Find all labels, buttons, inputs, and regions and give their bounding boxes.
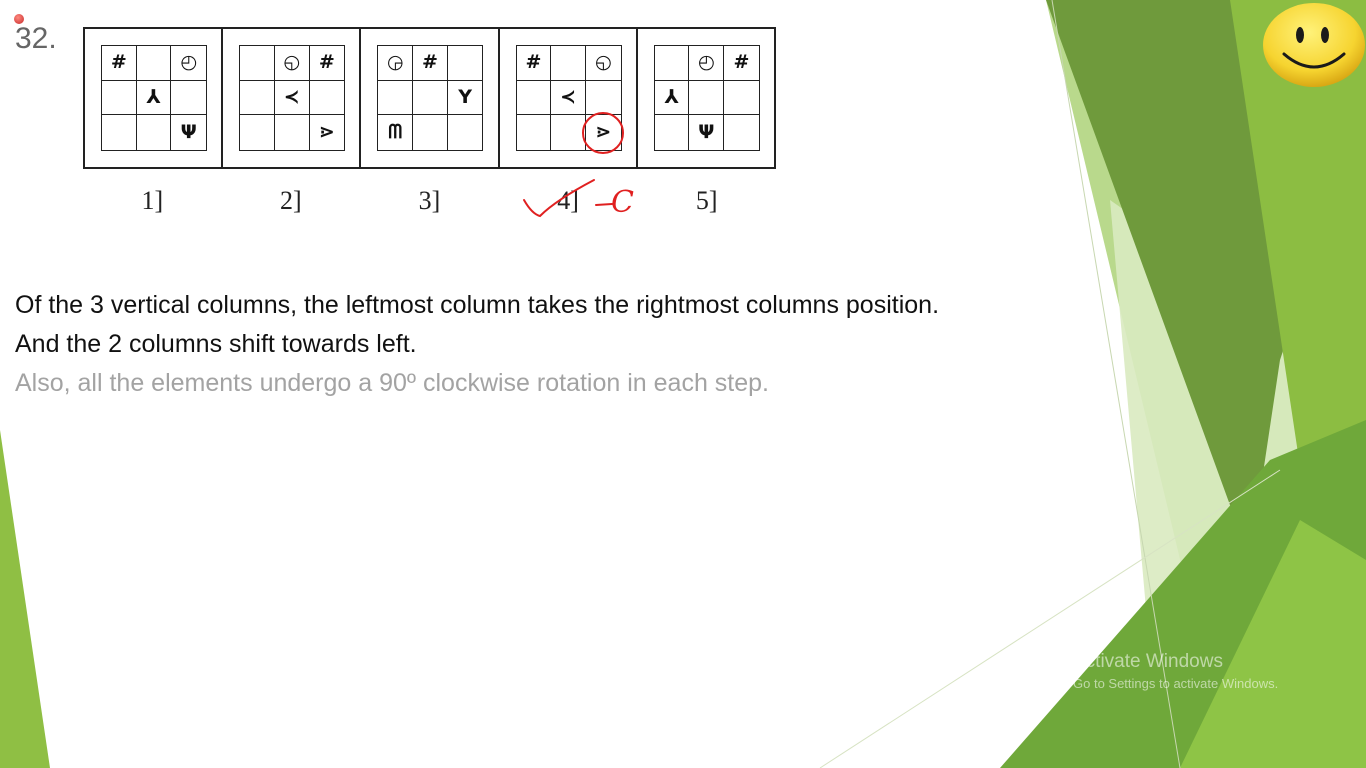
smiley-icon [1263,3,1365,87]
grid-cell: Ψ [180,121,197,144]
grid-cell [275,115,310,150]
guide-line-1 [1051,0,1181,768]
circle-mark-icon [582,112,624,154]
option-labels: 1] 2] 3] 4] 5] [83,186,776,216]
dash-mark-icon [595,203,613,206]
grid-cell [240,46,275,81]
grid-cell [655,115,690,150]
option-label-5: 5] [695,186,718,215]
grid-cell: # [516,46,552,81]
grid-cell: ⋗ [318,121,335,144]
check-mark-icon [523,179,595,218]
grid-cell [136,46,172,81]
figure-panel-4: # ◵ ≺ ⋗ [500,29,638,167]
grid-cell: ≺ [274,80,310,116]
grid-cell [413,115,448,150]
figure-grid: # ◴ ⅄ Ψ [101,45,207,151]
grid-cell: ◵ [585,46,621,81]
puzzle-figure: # ◴ ⅄ Ψ ◵ # ≺ ⋗ [83,27,776,169]
grid-cell [240,115,275,150]
grid-cell: ◶ [378,46,414,81]
grid-cell [551,115,586,150]
grid-cell: ᗰ [378,115,414,150]
figure-grid: ◵ # ≺ ⋗ [239,45,346,151]
figure-panel-1: # ◴ ⅄ Ψ [85,29,224,167]
grid-cell [378,80,414,116]
answer-mark: C [611,185,634,220]
figure-grid: # ◵ ≺ ⋗ [515,45,622,151]
grid-cell [413,80,448,116]
figure-panel-3: ◶ # Y ᗰ [361,29,500,167]
explanation-line-1: Of the 3 vertical columns, the leftmost … [15,291,940,319]
grid-cell [654,46,690,81]
record-indicator-icon [14,14,24,24]
grid-cell [724,81,759,116]
grid-cell: ◴ [171,46,206,81]
figure-panel-5: ◴ # ⅄ Ψ [638,29,774,167]
option-label-3: 3] [418,186,441,215]
grid-cell [551,46,586,81]
explanation-line-2: And the 2 columns shift towards left. [15,330,417,358]
grid-cell: ⅄ [136,80,172,116]
grid-cell [447,46,483,81]
question-number: 32. [15,22,57,55]
grid-cell: # [309,46,345,81]
grid-cell: ⋗ [595,121,612,144]
option-label-2: 2] [280,186,302,215]
grid-cell: # [413,46,448,81]
grid-cell: # [102,46,137,81]
guide-line-2 [819,469,1281,768]
grid-cell [102,80,137,116]
left-green-shape [0,430,50,768]
grid-cell: Y [447,81,483,116]
grid-cell: ≺ [551,80,586,116]
grid-cell [309,81,345,116]
grid-cell [171,81,206,116]
grid-cell [516,80,552,116]
grid-cell: ◵ [274,46,310,81]
grid-cell [137,115,172,150]
activate-windows-watermark: Activate Windows Go to Settings to activ… [1073,651,1278,691]
option-label-4: 4] [557,186,579,215]
figure-grid: ◶ # Y ᗰ [377,45,484,151]
watermark-subtitle: Go to Settings to activate Windows. [1073,676,1279,691]
explanation-text: Of the 3 vertical columns, the leftmost … [15,286,1095,403]
grid-cell [102,115,137,150]
grid-cell [240,80,275,116]
grid-cell: Ψ [689,115,725,150]
option-label-1: 1] [141,186,164,215]
grid-cell: ◴ [689,46,725,81]
grid-cell: ⅄ [654,80,690,116]
green-bottom-light [1180,520,1366,768]
grid-cell: # [724,46,759,81]
grid-cell [689,80,725,116]
figure-panel-2: ◵ # ≺ ⋗ [223,29,362,167]
watermark-title: Activate Windows [1073,651,1223,672]
figure-grid: ◴ # ⅄ Ψ [653,45,760,151]
explanation-line-3: Also, all the elements undergo a 90º clo… [15,369,770,397]
grid-cell [585,81,621,116]
grid-cell [517,115,552,150]
